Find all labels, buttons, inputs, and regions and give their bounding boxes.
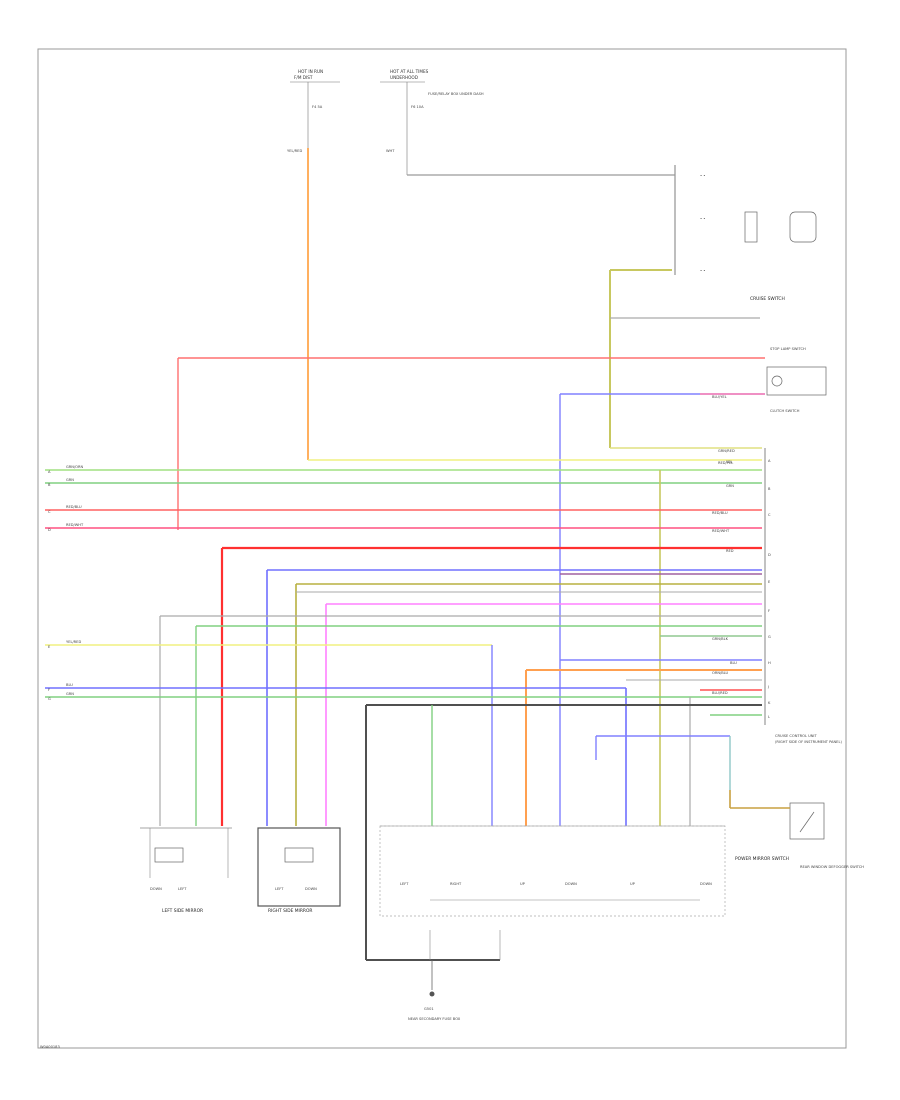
terminal-f: F — [768, 609, 770, 613]
left-pin-b: B — [48, 483, 51, 487]
conn-label-2: GRN/RED — [718, 449, 735, 453]
cruise-switch-contacts-3: • • — [700, 269, 705, 273]
left-side-mirror: DOWN LEFT LEFT SIDE MIRROR — [140, 827, 232, 914]
terminal-h: H — [768, 661, 771, 665]
left-pin-c: C — [48, 510, 51, 514]
stop-lamp-switch: STOP LAMP SWITCH CLUTCH SWITCH — [766, 347, 827, 413]
conn-label-1: BLU/YEL — [712, 395, 727, 399]
left-pin-g: G — [48, 697, 51, 701]
fuse-box-note: FUSE/RELAY BOX UNDER DASH — [428, 92, 484, 96]
left-pin-d: D — [48, 528, 51, 532]
left-mirror-left: LEFT — [178, 887, 187, 891]
power-mirror-switch: LEFT RIGHT UP DOWN UP DOWN POWER MIRROR … — [379, 825, 789, 960]
conn-label-7: YEL — [726, 460, 732, 464]
conn-label-11: BLU/RED — [712, 691, 728, 695]
left-pin-e: E — [48, 645, 51, 649]
left-pin-f: F — [48, 688, 50, 692]
clutch-switch-label: CLUTCH SWITCH — [770, 409, 800, 413]
conn-label-12: ORN/BLU — [712, 671, 729, 675]
left-mirror-label: LEFT SIDE MIRROR — [162, 908, 203, 914]
right-side-mirror: LEFT DOWN RIGHT SIDE MIRROR — [257, 827, 341, 914]
terminal-c: C — [768, 513, 771, 517]
ground-g501: G501 NEAR SECONDARY FUSE BOX — [408, 960, 461, 1021]
right-fuse-title: HOT AT ALL TIMES — [390, 69, 429, 74]
left-wire-label-3: RED/BLU — [66, 505, 82, 509]
switch-down-2: DOWN — [700, 882, 712, 886]
terminal-b: B — [768, 487, 771, 491]
connector-labels: BLU/YEL GRN/RED RED/YEL GRN RED/BLU RED/… — [712, 395, 737, 695]
right-fuse-subtitle: UNDERHOOD — [390, 75, 418, 80]
cruise-switch: • • • • • • CRUISE SWITCH — [700, 174, 817, 302]
right-mirror-label: RIGHT SIDE MIRROR — [268, 908, 312, 914]
footer-code: W0A00183 — [40, 1045, 60, 1049]
diagram-border — [37, 48, 847, 1049]
switch-up-2: UP — [630, 882, 636, 886]
left-fuse-subtitle: F/M DIST — [294, 75, 313, 80]
cruise-control-unit: A B C D E F G H J K L CRUISE CONTROL UNI… — [764, 448, 842, 744]
left-pins: A B C D E F G GRN/ORN GRN RED/BLU RED/WH… — [48, 465, 84, 701]
left-wire-label-1: GRN/ORN — [66, 465, 84, 469]
switch-left: LEFT — [400, 882, 409, 886]
conn-label-9: BLU — [730, 661, 737, 665]
terminal-e: E — [768, 580, 771, 584]
left-mirror-down: DOWN — [150, 887, 162, 891]
left-wire-label-2: GRN — [66, 478, 74, 482]
left-fuse-title: HOT IN RUN — [298, 69, 323, 74]
ground-id: G501 — [424, 1007, 434, 1011]
stop-lamp-switch-label: STOP LAMP SWITCH — [770, 347, 806, 351]
left-pin-a: A — [48, 470, 51, 474]
terminal-d: D — [768, 553, 771, 557]
fuse-block-left: HOT IN RUN F/M DIST F4 5A YEL/RED — [287, 69, 340, 153]
terminal-k: K — [768, 701, 771, 705]
conn-label-6: RED/WHT — [712, 529, 730, 533]
left-wire-label-4: RED/WHT — [66, 523, 84, 527]
cruise-switch-contacts: • • — [700, 174, 705, 178]
cruise-switch-contacts-2: • • — [700, 217, 705, 221]
right-fuse-wire: WHT — [386, 149, 395, 153]
left-fuse-wire: YEL/RED — [287, 149, 302, 153]
terminal-j: J — [767, 685, 769, 689]
conn-label-3: RED/YEL — [718, 461, 733, 465]
left-wire-label-7: GRN — [66, 692, 74, 696]
terminal-g: G — [768, 635, 771, 639]
ground-note: NEAR SECONDARY FUSE BOX — [408, 1017, 461, 1021]
left-fuse-id: F4 5A — [312, 105, 323, 109]
power-mirror-switch-right: REAR WINDOW DEFOGGER SWITCH — [789, 802, 864, 869]
switch-down: DOWN — [565, 882, 577, 886]
switch-right: RIGHT — [450, 882, 462, 886]
right-mirror-left: LEFT — [275, 887, 284, 891]
control-unit-label: CRUISE CONTROL UNIT — [775, 734, 817, 738]
right-mirror-down: DOWN — [305, 887, 317, 891]
left-wire-label-6: BLU — [66, 683, 73, 687]
left-wire-label-5: YEL/RED — [66, 640, 81, 644]
terminal-a: A — [768, 459, 771, 463]
fuse-block-right: HOT AT ALL TIMES UNDERHOOD F6 10A FUSE/R… — [380, 69, 484, 175]
switch-up: UP — [520, 882, 526, 886]
conn-label-4: GRN — [726, 484, 734, 488]
conn-label-5: RED/BLU — [712, 511, 728, 515]
terminal-l: L — [768, 715, 770, 719]
mirror-switch-label: POWER MIRROR SWITCH — [735, 856, 789, 862]
control-unit-note: (RIGHT SIDE OF INSTRUMENT PANEL) — [775, 740, 842, 744]
cruise-switch-label: CRUISE SWITCH — [750, 296, 785, 302]
right-fuse-id: F6 10A — [411, 105, 424, 109]
conn-label-8: RED — [726, 549, 734, 553]
defogger-switch-label: REAR WINDOW DEFOGGER SWITCH — [800, 865, 864, 869]
conn-label-10: GRN/BLK — [712, 637, 729, 641]
